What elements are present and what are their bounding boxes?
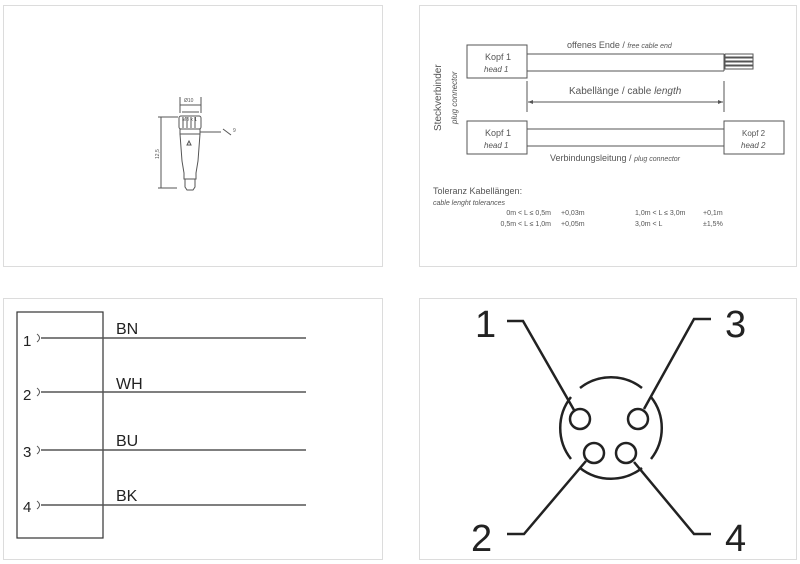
thread-label: M8 x 1 xyxy=(182,117,197,123)
head2-box xyxy=(723,120,785,155)
side-label-en: plug connector xyxy=(450,71,459,125)
head1-label: Kopf 1 xyxy=(485,128,511,138)
head1-label: Kopf 1 xyxy=(485,52,511,62)
svg-text:3: 3 xyxy=(23,444,31,461)
svg-text:3,0m < L: 3,0m < L xyxy=(635,221,663,228)
svg-text:+0,03m: +0,03m xyxy=(561,210,585,217)
wire-2: 2 WH xyxy=(23,376,306,404)
leader-3 xyxy=(642,317,711,410)
svg-text:2: 2 xyxy=(23,387,31,404)
wire-4: 4 BK xyxy=(23,488,306,516)
cable-length-diagram: Steckverbinder plug connector Kopf 1 hea… xyxy=(433,40,785,228)
cable-length-panel: Steckverbinder plug connector Kopf 1 hea… xyxy=(419,5,797,267)
pin-1-socket xyxy=(568,407,592,431)
pin-3-socket xyxy=(626,407,650,431)
svg-text:BN: BN xyxy=(116,321,138,338)
wire-1: 1 BN xyxy=(23,321,306,350)
leader-1 xyxy=(507,319,576,411)
wiring-diagram: 1 BN 2 WH 3 BU 4 BK xyxy=(16,311,306,539)
tolerance-title: Toleranz Kabellängen: xyxy=(433,186,522,196)
connector-face xyxy=(558,375,664,481)
pin-label-4: 4 xyxy=(725,518,746,560)
pinout-diagram: 1 2 3 4 xyxy=(471,304,746,560)
leader-2 xyxy=(507,460,587,536)
tolerance-table: 0m < L ≤ 0,5m +0,03m 0,5m < L ≤ 1,0m +0,… xyxy=(501,210,723,228)
svg-text:4: 4 xyxy=(23,499,31,516)
head2-label: Kopf 2 xyxy=(742,129,766,138)
connector-dimension-drawing: Ø10 M8 x 1 9 12,5 xyxy=(155,97,236,191)
diameter-label: Ø10 xyxy=(184,98,194,104)
svg-text:0,5m < L ≤ 1,0m: 0,5m < L ≤ 1,0m xyxy=(501,221,552,228)
svg-text:0m < L ≤ 0,5m: 0m < L ≤ 0,5m xyxy=(506,210,551,217)
head1-box-top xyxy=(466,44,528,79)
head1-box-bottom xyxy=(466,120,528,155)
wire-3: 3 BU xyxy=(23,433,306,461)
connection-label: Verbindungsleitung / plug connector xyxy=(550,153,681,163)
svg-text:1: 1 xyxy=(23,333,31,350)
side-label: Steckverbinder xyxy=(433,64,444,131)
pin-4-socket xyxy=(614,441,638,465)
pin-label-3: 3 xyxy=(725,304,746,346)
svg-text:±1,5%: ±1,5% xyxy=(703,221,723,228)
svg-text:1,0m < L ≤ 3,0m: 1,0m < L ≤ 3,0m xyxy=(635,210,686,217)
svg-text:+0,05m: +0,05m xyxy=(561,221,585,228)
head1-en-label: head 1 xyxy=(484,65,508,74)
pinout-panel: 1 2 3 4 xyxy=(419,298,797,560)
length-label: 12,5 xyxy=(155,149,161,159)
wiring-panel: 1 BN 2 WH 3 BU 4 BK xyxy=(3,298,383,560)
pin-label-1: 1 xyxy=(475,304,496,346)
head1-en-label: head 1 xyxy=(484,141,508,150)
svg-text:BK: BK xyxy=(116,488,138,505)
wrench-size-label: 9 xyxy=(233,128,236,134)
svg-text:BU: BU xyxy=(116,433,138,450)
connector-box xyxy=(16,311,104,539)
svg-text:WH: WH xyxy=(116,376,143,393)
head2-en-label: head 2 xyxy=(741,141,766,150)
tolerance-subtitle: cable lenght tolerances xyxy=(433,200,505,207)
pin-2-socket xyxy=(582,441,606,465)
free-wires xyxy=(724,53,754,70)
cable-length-label: Kabellänge / cable length xyxy=(569,86,682,97)
svg-text:+0,1m: +0,1m xyxy=(703,210,723,217)
pin-label-2: 2 xyxy=(471,518,492,560)
free-end-label: offenes Ende / free cable end xyxy=(567,40,673,50)
dimension-drawing-panel: Ø10 M8 x 1 9 12,5 xyxy=(3,5,383,267)
leader-4 xyxy=(633,461,711,536)
